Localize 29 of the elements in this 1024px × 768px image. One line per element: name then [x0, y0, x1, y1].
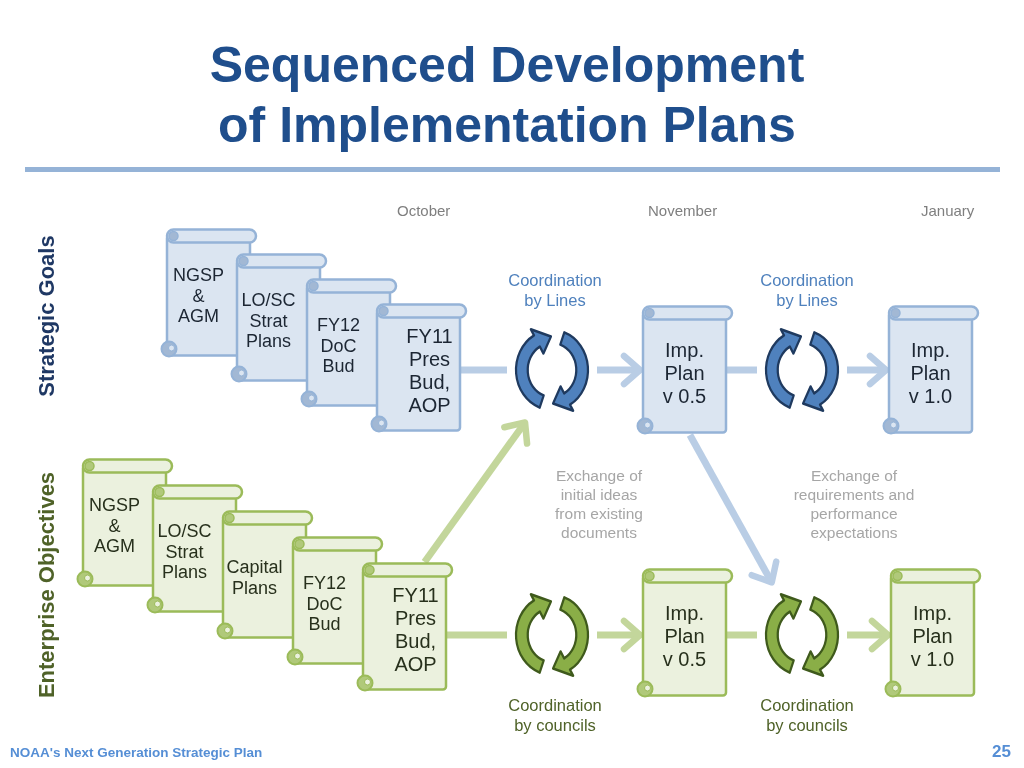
node-caption: Coordination by Lines: [759, 270, 855, 310]
scroll-text: Imp. Plan v 1.0: [907, 338, 954, 408]
scroll-text: Capital Plans: [225, 557, 284, 599]
page-number: 25: [992, 742, 1011, 762]
node-caption: Coordination by Lines: [507, 270, 603, 310]
scroll-text: Imp. Plan v 1.0: [909, 601, 956, 671]
footer-text: NOAA's Next Generation Strategic Plan: [10, 745, 263, 760]
node-caption: Coordination by councils: [507, 695, 603, 735]
node-caption: Coordination by councils: [759, 695, 855, 735]
scroll-text: LO/SC Strat Plans: [240, 289, 297, 353]
timeline-label: October: [397, 202, 451, 219]
annotation-text: Exchange of initial ideas from existing documents: [554, 466, 644, 542]
scroll-text: FY11 Pres Bud, AOP: [391, 584, 440, 676]
title: Sequenced Development of Implementation Plans: [208, 36, 806, 155]
row-label: Strategic Goals: [34, 235, 60, 397]
row-label: Enterprise Objectives: [34, 471, 60, 699]
scroll-text: Imp. Plan v 0.5: [661, 338, 708, 408]
arrow: [686, 433, 780, 586]
scroll-text: Imp. Plan v 0.5: [661, 601, 708, 671]
scroll-text: FY12 DoC Bud: [302, 572, 347, 636]
annotation-text: Exchange of requirements and performance expectations: [792, 466, 916, 542]
arrow: [421, 419, 531, 565]
scroll-text: FY11 Pres Bud, AOP: [405, 325, 454, 417]
scroll-text: NGSP & AGM: [172, 264, 225, 328]
scroll-text: NGSP & AGM: [88, 494, 141, 558]
timeline-label: November: [648, 202, 718, 219]
scroll-text: LO/SC Strat Plans: [156, 520, 213, 584]
scroll-text: FY12 DoC Bud: [316, 314, 361, 378]
timeline-label: January: [921, 202, 975, 219]
